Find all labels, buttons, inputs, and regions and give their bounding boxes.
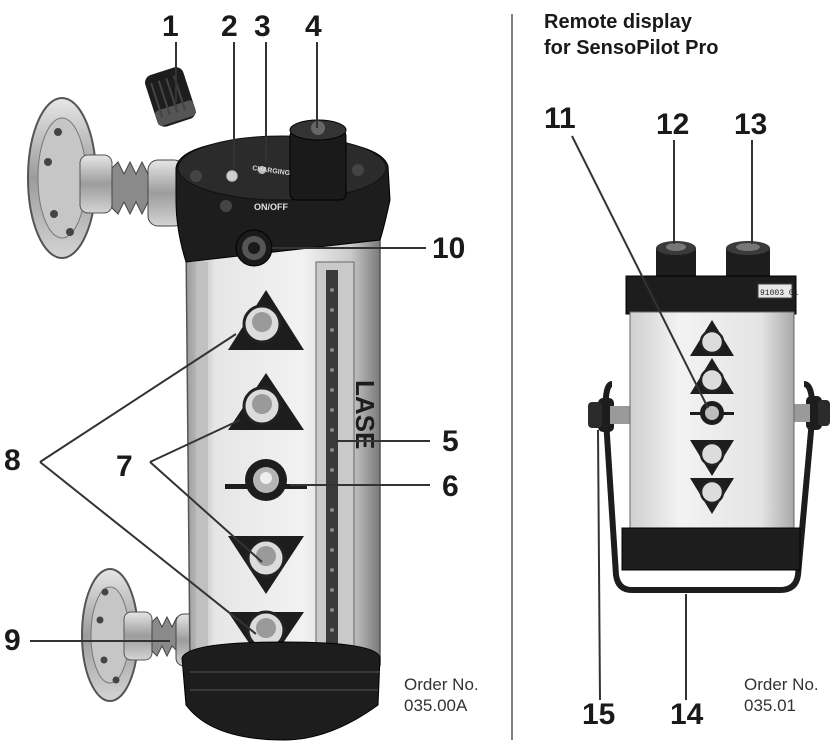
callout-1: 1 (162, 10, 179, 43)
order-right-label: Order No. (744, 675, 819, 694)
callout-10: 10 (432, 232, 466, 265)
remote-title-line2: for SensoPilot Pro (544, 37, 719, 59)
top-knob (289, 119, 347, 201)
serial-number: 91003 01 (760, 289, 799, 298)
left-tilt-knob (588, 398, 632, 432)
led-up-arrow-top (228, 290, 304, 350)
bottom-mounting-clamp (81, 568, 203, 702)
order-left-label: Order No. (404, 675, 479, 694)
led-up-arrow-lower (228, 373, 304, 430)
callout-9: 9 (4, 624, 21, 657)
callout-7: 7 (116, 450, 133, 483)
laser-receiver: CHARGING LAMP ON/OFF LASE (27, 67, 391, 741)
callout-11: 11 (544, 102, 576, 135)
callout-3: 3 (254, 10, 271, 43)
remote-display-unit: 91003 01 (588, 241, 830, 593)
remote-led-up-lower (690, 358, 734, 394)
callout-4: 4 (305, 10, 322, 43)
side-socket (235, 229, 273, 267)
remote-led-center (690, 401, 734, 425)
side-engraving: LASE (350, 380, 380, 449)
leader-lines (30, 42, 753, 701)
remote-title-line1: Remote display (544, 11, 692, 33)
top-cap-engraving-onoff: ON/OFF (254, 202, 288, 212)
order-left-number: 035.00A (404, 696, 468, 715)
connector-right (726, 241, 770, 280)
remote-led-down-bottom (690, 478, 734, 514)
loose-protective-cap (145, 67, 197, 127)
callout-6: 6 (442, 470, 459, 503)
side-led-dots (330, 288, 334, 632)
callout-8: 8 (4, 444, 21, 477)
remote-led-down-upper (690, 440, 734, 476)
serial-label (757, 283, 793, 299)
led-down-arrow-upper (228, 536, 304, 594)
remote-bottom-band (621, 527, 801, 571)
connector-left (656, 241, 696, 280)
callout-15: 15 (582, 698, 616, 731)
callout-2: 2 (221, 10, 238, 43)
order-right-number: 035.01 (744, 696, 796, 715)
right-tilt-knob (790, 396, 830, 430)
callout-5: 5 (442, 425, 459, 458)
led-center-ring (225, 459, 307, 501)
callout-12: 12 (656, 108, 690, 141)
remote-led-up-top (690, 320, 734, 356)
callout-13: 13 (734, 108, 768, 141)
callout-14: 14 (670, 698, 704, 731)
